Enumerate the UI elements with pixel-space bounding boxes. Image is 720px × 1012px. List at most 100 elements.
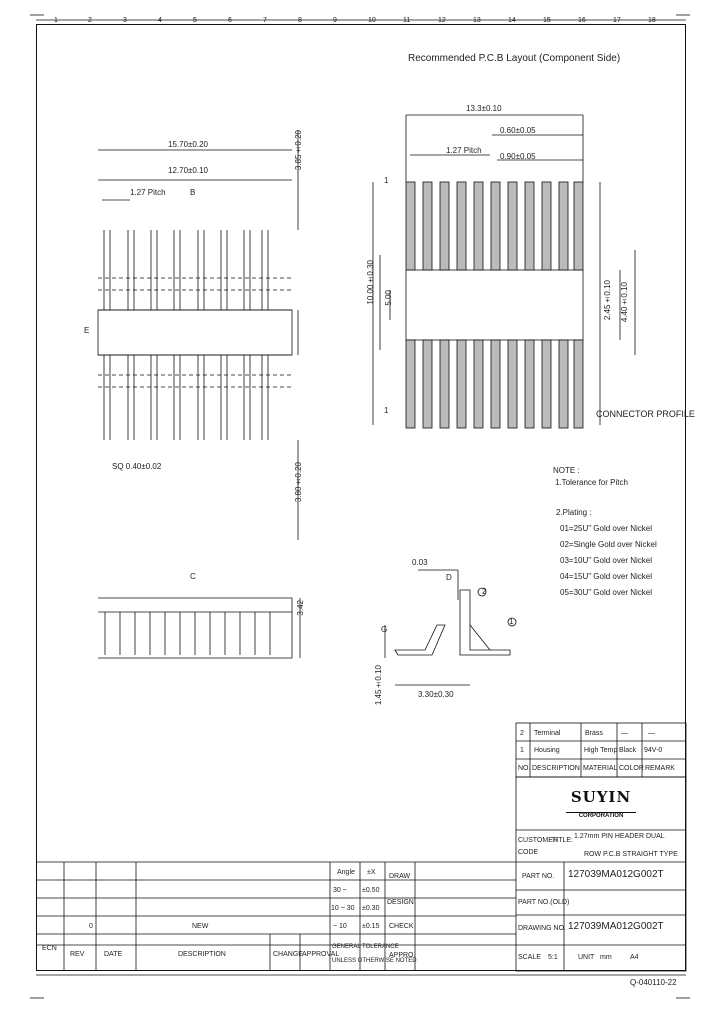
tol-range: 30 ~ xyxy=(333,887,347,894)
unit-label: UNIT xyxy=(578,954,595,961)
bom-remark: — xyxy=(648,730,655,737)
ruler-label: 5 xyxy=(193,17,197,24)
dim-top-width2: 12.70±0.10 xyxy=(168,166,208,175)
ruler-label: 17 xyxy=(613,17,621,24)
sign-label: DESIGN xyxy=(387,899,414,906)
drawing-no: 127039MA012G002T xyxy=(568,921,664,932)
dim-profile-d: 0.03 xyxy=(412,558,428,567)
rev-value: 0 xyxy=(89,923,93,930)
customer-label: CUSTOMER xyxy=(518,837,558,844)
pin-row-front xyxy=(97,130,299,540)
tol-range: 10 ~ 30 xyxy=(331,905,355,912)
sign-label: APPRO. xyxy=(389,952,416,959)
plating-item: 02=Single Gold over Nickel xyxy=(560,540,657,549)
tol-value: ±0.15 xyxy=(362,923,380,930)
profile-view xyxy=(384,569,517,686)
pcb-circle-1b: 1 xyxy=(384,406,389,415)
ruler-label: 6 xyxy=(228,17,232,24)
drawing-frame xyxy=(36,24,686,971)
scale-value: 5:1 xyxy=(548,954,558,961)
ruler-label: 13 xyxy=(473,17,481,24)
dim-vert-b: 3.80±0.20 xyxy=(294,462,303,503)
unit-value: mm xyxy=(600,954,612,961)
dim-vert-a: 3.85±0.20 xyxy=(294,130,303,171)
title-block xyxy=(515,776,687,972)
bom-color: Black xyxy=(619,747,637,754)
note-title: NOTE : xyxy=(553,466,580,475)
tol-range: ~ 10 xyxy=(333,923,347,930)
tol-value: ±0.50 xyxy=(362,887,380,894)
ruler-label: 12 xyxy=(438,17,446,24)
bom-header-color: COLOR xyxy=(619,765,644,772)
ruler-label: 11 xyxy=(403,17,411,24)
rev-header-date: DATE xyxy=(104,951,123,958)
part-no: 127039MA012G002T xyxy=(568,869,664,880)
ruler-label: 3 xyxy=(123,17,127,24)
dim-pcb-width: 13.3±0.10 xyxy=(466,104,502,113)
bom-header-desc: DESCRIPTION xyxy=(532,765,580,772)
bom-header-material: MATERIAL xyxy=(583,765,618,772)
side-view xyxy=(98,597,301,659)
scale-label: SCALE xyxy=(518,954,541,961)
dim-pcb-pitch: 1.27 Pitch xyxy=(446,146,482,155)
label-d: D xyxy=(446,573,452,582)
sign-label: CHECK xyxy=(389,923,414,930)
ruler-label: 1 xyxy=(54,17,58,24)
plating-item: 04=15U" Gold over Nickel xyxy=(560,572,652,581)
note-2-title: 2.Plating : xyxy=(556,508,592,517)
ruler-label: 18 xyxy=(648,17,656,24)
company-sub: CORPORATION xyxy=(566,812,636,819)
label-c: C xyxy=(190,572,196,581)
rev-header-approval: APPROVAL xyxy=(302,951,340,958)
sign-label: DRAW xyxy=(389,873,411,880)
ruler-label: 8 xyxy=(298,17,302,24)
bom-material: High Temp xyxy=(584,747,618,754)
note-1: 1.Tolerance for Pitch xyxy=(555,478,628,487)
dim-right-vert: 2.45±0.10 xyxy=(603,280,612,321)
title-line2: ROW P.C.B STRAIGHT TYPE xyxy=(584,851,678,858)
dim-left-vert2: 5.00 xyxy=(384,290,393,306)
dim-profile-w: 3.30±0.30 xyxy=(418,690,454,699)
tol-value: ±0.30 xyxy=(362,905,380,912)
bom-header-no: NO. xyxy=(518,765,531,772)
bom-no: 2 xyxy=(520,730,524,737)
ruler-label: 16 xyxy=(578,17,586,24)
connector-profile-label: CONNECTOR PROFILE xyxy=(596,409,695,419)
drawing-no-label: DRAWING NO. xyxy=(518,925,566,932)
pcb-layout xyxy=(372,114,636,429)
circle-1: 1 xyxy=(509,617,514,626)
general-note1: GENERAL TOLERANCE xyxy=(332,944,399,950)
plating-item: 01=25U" Gold over Nickel xyxy=(560,524,652,533)
size-value: A4 xyxy=(630,954,639,961)
ruler-label: 10 xyxy=(368,17,376,24)
label-g: G xyxy=(381,625,388,634)
pcb-header-title: Recommended P.C.B Layout (Component Side… xyxy=(408,53,621,64)
tol-label: ±X xyxy=(367,869,376,876)
rev-header-change: CHANGE xyxy=(273,951,303,958)
circle-2: 2 xyxy=(482,587,487,596)
bom-color: — xyxy=(621,730,628,737)
ruler-label: 14 xyxy=(508,17,516,24)
rev-header-ecn: ECN xyxy=(42,945,57,952)
dim-pcb-pad2: 0.90±0.05 xyxy=(500,152,536,161)
title-line1: 1.27mm PIN HEADER DUAL xyxy=(574,833,665,840)
ruler-label: 15 xyxy=(543,17,551,24)
bom-material: Brass xyxy=(585,730,603,737)
dim-side-h: 3.42 xyxy=(296,600,305,616)
doc-number: Q-040110-22 xyxy=(630,978,677,987)
general-note2: UNLESS OTHERWISE NOTED xyxy=(332,958,417,964)
plating-item: 05=30U" Gold over Nickel xyxy=(560,588,652,597)
dim-left-vert: 10.00±0.30 xyxy=(366,260,375,305)
label-e: E xyxy=(84,326,90,335)
ruler-label: 4 xyxy=(158,17,162,24)
angle-label: Angle xyxy=(337,869,355,876)
label-b: B xyxy=(190,188,196,197)
dim-profile-h: 1.45±0.10 xyxy=(374,665,383,706)
dim-top-width: 15.70±0.20 xyxy=(168,140,208,149)
ruler-label: 7 xyxy=(263,17,267,24)
plating-item: 03=10U" Gold over Nickel xyxy=(560,556,652,565)
title-label: TITLE: xyxy=(552,837,574,844)
rev-header-description: DESCRIPTION xyxy=(178,951,226,958)
revision-block xyxy=(36,861,516,971)
